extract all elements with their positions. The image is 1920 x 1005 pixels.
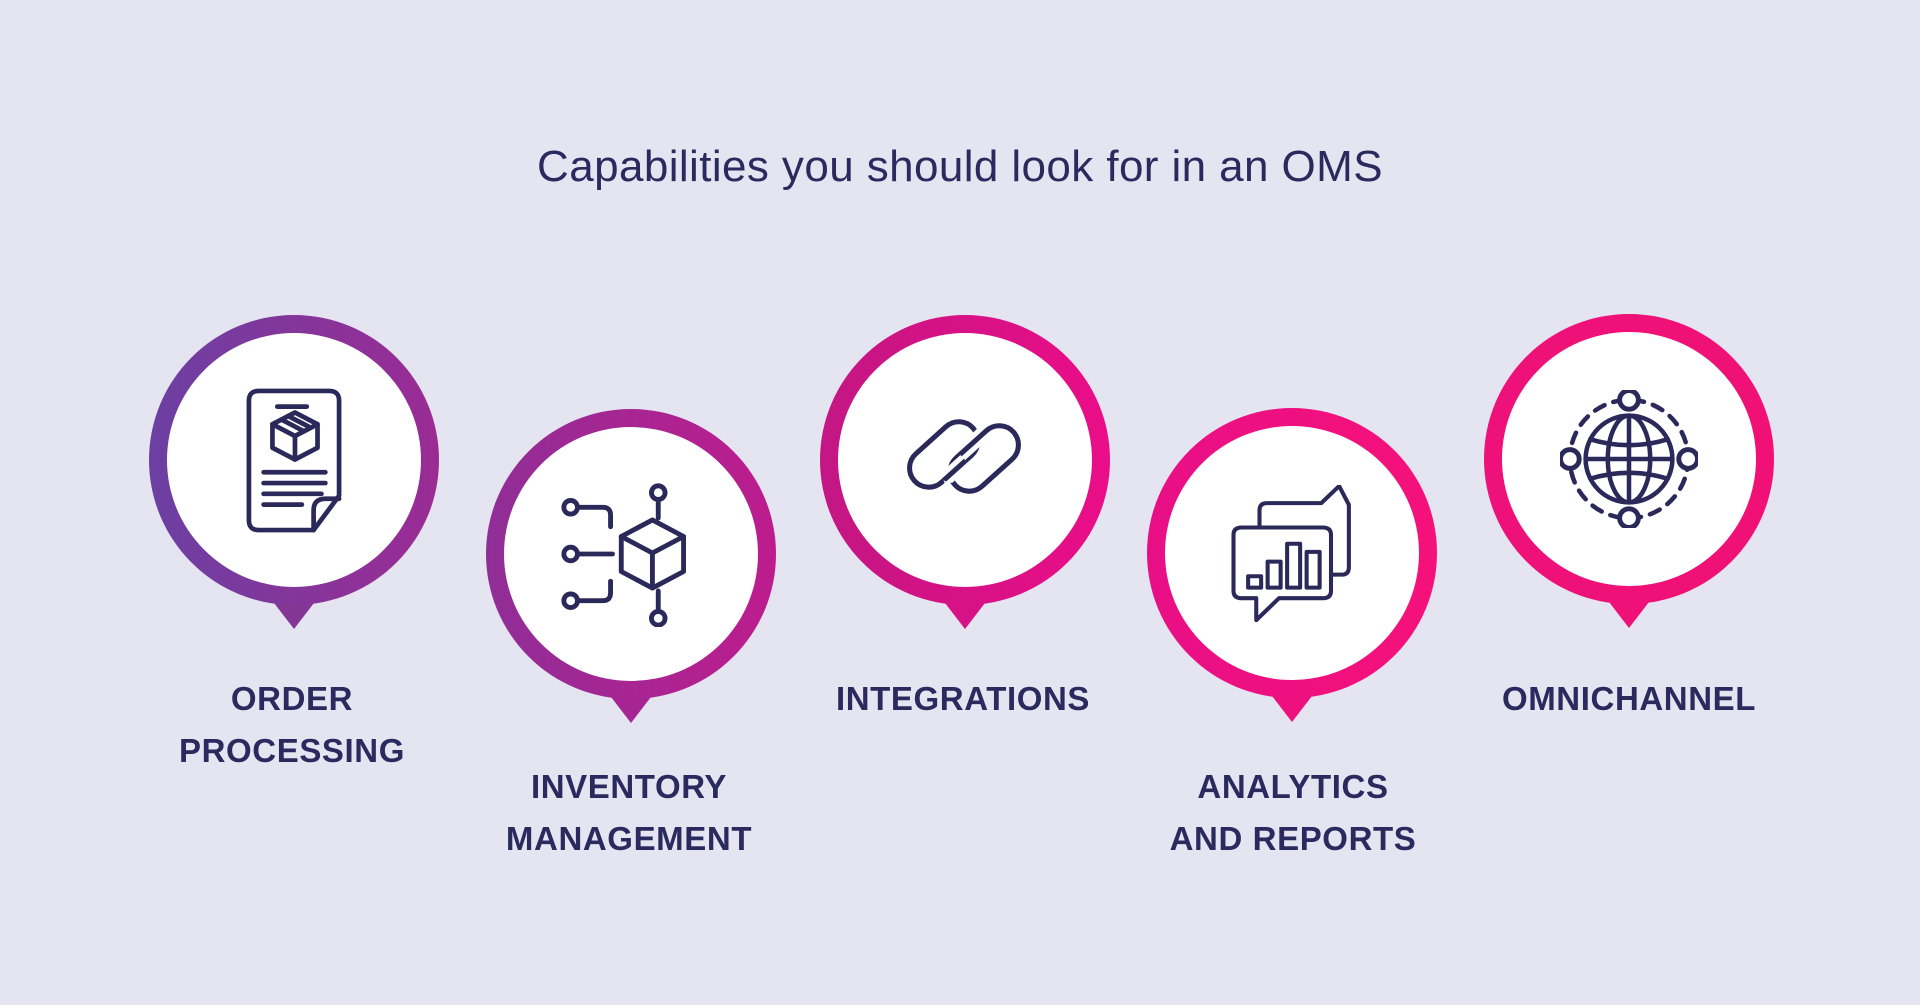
gradient-ring bbox=[486, 409, 776, 699]
label-line: ANALYTICS bbox=[1197, 768, 1389, 805]
label-line: INVENTORY bbox=[530, 768, 728, 805]
label-inventory-management: INVENTORY MANAGEMENT bbox=[399, 761, 859, 865]
label-integrations: INTEGRATIONS bbox=[733, 673, 1193, 725]
label-analytics-reports: ANALYTICS AND REPORTS bbox=[1063, 761, 1523, 865]
label-line: MANAGEMENT bbox=[505, 820, 753, 857]
inventory-network-box-icon bbox=[561, 483, 686, 627]
omnichannel-globe-icon bbox=[1560, 390, 1698, 528]
pin-disc bbox=[1165, 426, 1419, 680]
pin-disc bbox=[838, 333, 1092, 587]
order-processing-document-icon bbox=[246, 388, 342, 532]
gradient-ring bbox=[820, 315, 1110, 605]
analytics-chart-bubbles-icon bbox=[1231, 484, 1351, 622]
label-line: ORDER bbox=[230, 680, 354, 717]
pin-disc bbox=[167, 333, 421, 587]
pin-disc bbox=[1502, 332, 1756, 586]
label-line: AND REPORTS bbox=[1169, 820, 1417, 857]
capability-pin-order-processing bbox=[149, 315, 439, 629]
label-line: PROCESSING bbox=[178, 732, 406, 769]
gradient-ring bbox=[1484, 314, 1774, 604]
label-omnichannel: OMNICHANNEL bbox=[1399, 673, 1859, 725]
page-title: Capabilities you should look for in an O… bbox=[537, 142, 1383, 191]
capability-pin-analytics-reports bbox=[1147, 408, 1437, 722]
label-line: OMNICHANNEL bbox=[1501, 680, 1757, 717]
gradient-ring bbox=[1147, 408, 1437, 698]
pin-disc bbox=[504, 427, 758, 681]
label-order-processing: ORDER PROCESSING bbox=[62, 673, 522, 777]
capability-pin-inventory-management bbox=[486, 409, 776, 723]
gradient-ring bbox=[149, 315, 439, 605]
label-line: INTEGRATIONS bbox=[835, 680, 1091, 717]
integrations-chain-link-icon bbox=[899, 412, 1031, 508]
capability-pin-omnichannel bbox=[1484, 314, 1774, 628]
capability-pin-integrations bbox=[820, 315, 1110, 629]
